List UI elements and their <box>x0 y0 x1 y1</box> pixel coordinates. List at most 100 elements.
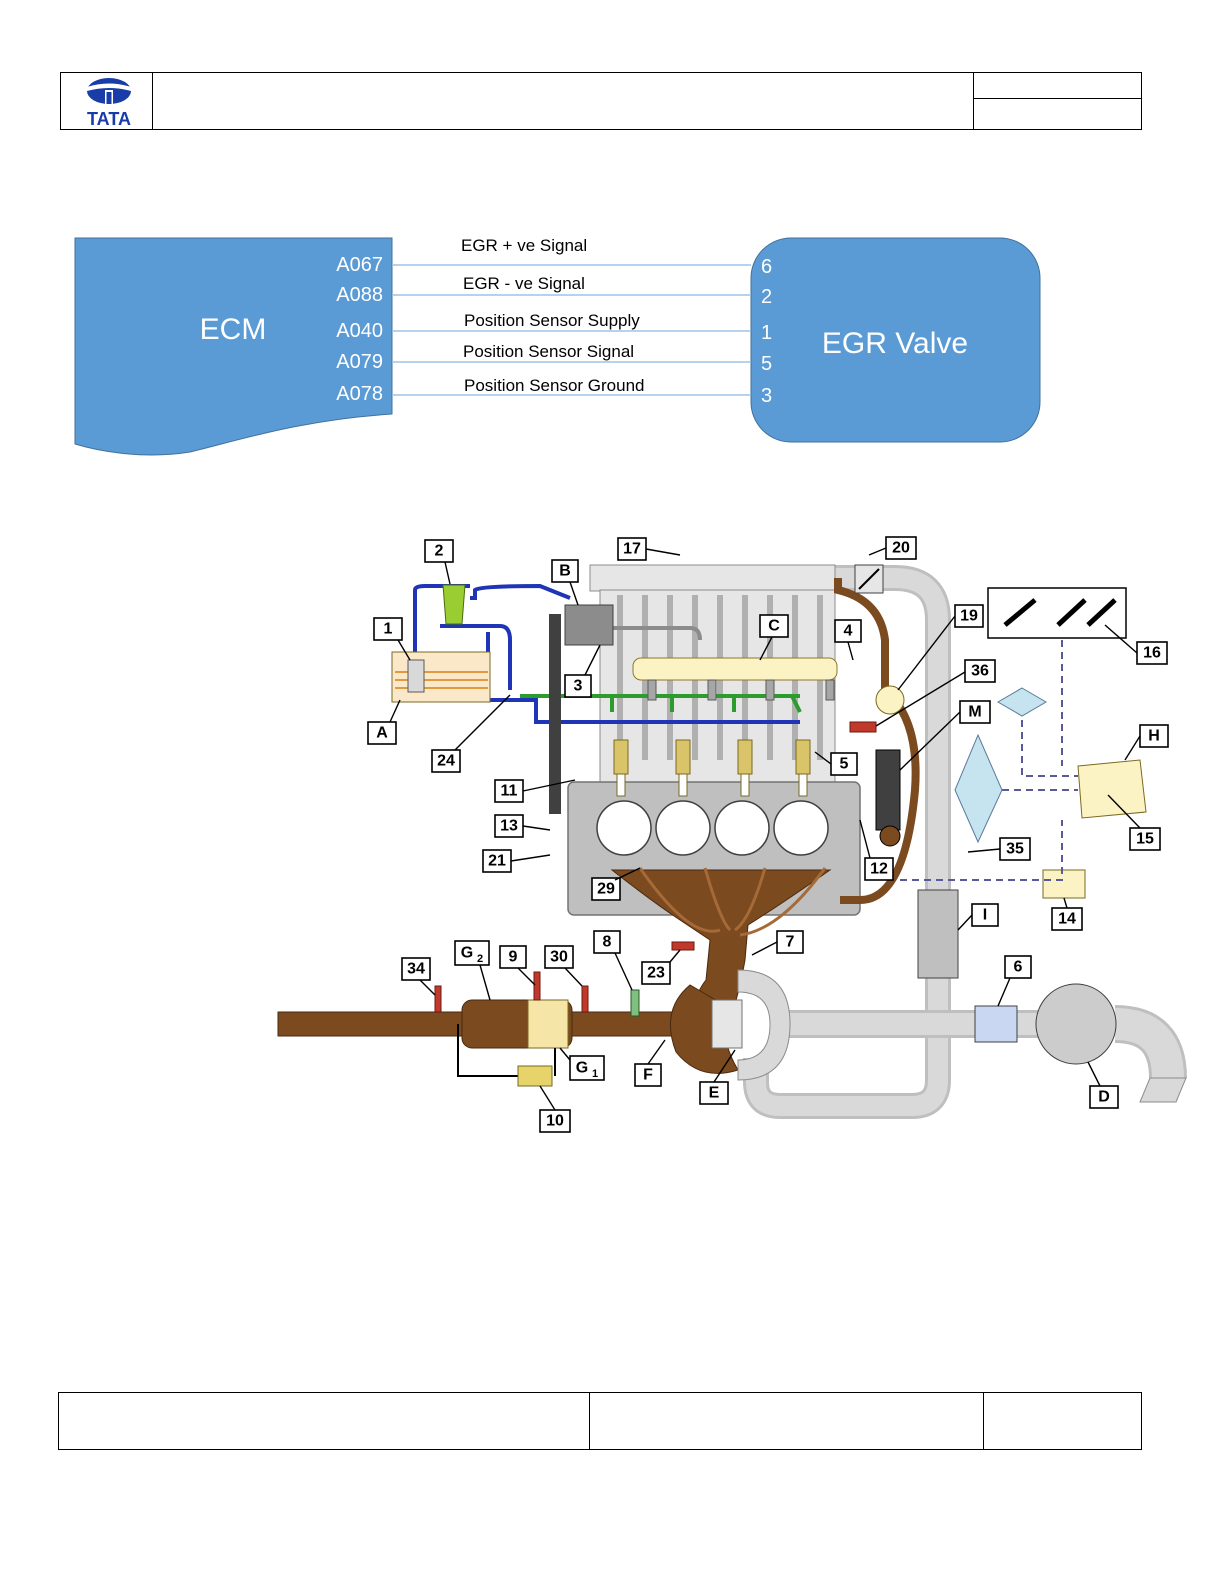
egr-valve <box>875 685 905 715</box>
diff-pressure-sensor <box>517 1065 553 1087</box>
svg-text:D: D <box>1098 1089 1110 1106</box>
exhaust-runners <box>638 867 827 937</box>
temp-sensor-36 <box>849 721 877 733</box>
cylinders <box>596 800 829 856</box>
svg-text:24: 24 <box>437 753 455 770</box>
egr-pipe <box>834 578 920 904</box>
svg-text:5: 5 <box>840 756 849 773</box>
timing-belt <box>549 614 561 814</box>
injector-tips <box>616 773 808 797</box>
pedals <box>1003 598 1117 627</box>
tag-1: 1 <box>373 617 403 641</box>
hp-pump <box>564 604 614 646</box>
valve-pin-6: 6 <box>761 256 772 278</box>
fuel-rail <box>632 657 838 681</box>
tag-34: 34 <box>401 957 431 981</box>
injectors <box>613 739 811 775</box>
tag-30: 30 <box>544 945 574 969</box>
header-frame: TATA <box>60 72 1142 130</box>
signal-position-signal: Position Sensor Signal <box>463 342 634 361</box>
tag-8: 8 <box>593 930 621 954</box>
svg-text:12: 12 <box>870 861 888 878</box>
fuel-filter <box>442 584 466 625</box>
turbo-shaft <box>711 999 743 1049</box>
valve-pin-1: 1 <box>761 322 772 344</box>
svg-text:29: 29 <box>597 881 615 898</box>
fuel-tank-line <box>440 624 512 690</box>
svg-text:2: 2 <box>477 953 483 965</box>
tag-20: 20 <box>885 536 917 560</box>
ecm-pin-a079: A079 <box>336 351 383 373</box>
tag-3: 3 <box>564 674 592 698</box>
intercooler <box>917 889 959 979</box>
svg-text:14: 14 <box>1058 911 1076 928</box>
tag-35: 35 <box>999 837 1031 861</box>
svg-text:20: 20 <box>892 540 910 557</box>
logo-text: TATA <box>87 109 131 129</box>
tag-17: 17 <box>617 537 647 561</box>
tag-29: 29 <box>591 877 621 901</box>
tag-F: F <box>634 1063 662 1087</box>
svg-text:G: G <box>576 1060 588 1077</box>
tag-G2: G 2 <box>454 940 490 966</box>
tag-A: A <box>367 721 397 745</box>
tag-H: H <box>1139 724 1169 748</box>
leader-lines <box>389 547 1141 1111</box>
svg-text:3: 3 <box>574 678 583 695</box>
egr-valve-label: EGR Valve <box>822 327 968 360</box>
tag-10: 10 <box>539 1109 571 1133</box>
air-filter <box>1035 983 1117 1065</box>
signal-bus <box>900 640 1078 881</box>
intake-manifold <box>589 564 836 592</box>
tag-24: 24 <box>431 749 461 773</box>
tag-19: 19 <box>954 604 984 628</box>
svg-text:E: E <box>709 1085 720 1102</box>
tag-G1: G 1 <box>569 1055 605 1081</box>
lambda-sensor <box>630 989 640 1017</box>
signal-position-supply: Position Sensor Supply <box>464 311 640 330</box>
header-title-cell <box>152 73 973 129</box>
fuel-pump <box>407 659 425 693</box>
svg-text:23: 23 <box>647 965 665 982</box>
svg-text:8: 8 <box>603 934 612 951</box>
footer-frame <box>58 1392 1142 1450</box>
svg-text:10: 10 <box>546 1113 564 1130</box>
engine-schematic: 1 2 3 4 5 6 7 8 9 10 11 12 13 14 15 16 1… <box>277 536 1187 1133</box>
svg-text:B: B <box>559 563 571 580</box>
ecm-pin-a088: A088 <box>336 284 383 306</box>
ecm-pin-a078: A078 <box>336 383 383 405</box>
fuel-tank <box>391 651 491 703</box>
exhaust-sensors <box>434 971 589 1013</box>
rail-outlets <box>647 679 835 701</box>
diff-pressure-line <box>457 1024 556 1077</box>
svg-text:G: G <box>461 945 473 962</box>
svg-text:35: 35 <box>1006 841 1024 858</box>
wiring-diagram: ECM EGR Valve A067 A088 A040 A079 A078 E… <box>74 236 1041 456</box>
tag-6: 6 <box>1004 955 1032 979</box>
tata-logo: TATA <box>61 73 153 129</box>
tag-11: 11 <box>494 779 524 803</box>
tag-4: 4 <box>834 619 862 643</box>
ecm-pin-a067: A067 <box>336 254 383 276</box>
signal-egr-negative: EGR - ve Signal <box>463 274 585 293</box>
svg-text:30: 30 <box>550 949 568 966</box>
tag-14: 14 <box>1051 907 1083 931</box>
svg-text:H: H <box>1148 728 1160 745</box>
svg-text:I: I <box>983 907 987 924</box>
catalyst <box>527 999 569 1049</box>
tag-16: 16 <box>1136 641 1168 665</box>
glow-controller <box>1042 869 1086 899</box>
tag-21: 21 <box>482 849 512 873</box>
tag-23: 23 <box>641 961 671 985</box>
air-intake-horn <box>1139 1077 1187 1103</box>
footer-right-cell <box>983 1393 1141 1449</box>
svg-text:36: 36 <box>971 663 989 680</box>
svg-text:17: 17 <box>623 541 641 558</box>
tag-M: M <box>959 700 991 724</box>
tag-7: 7 <box>776 930 804 954</box>
svg-text:1: 1 <box>384 621 393 638</box>
tag-2: 2 <box>424 539 454 563</box>
signal-position-ground: Position Sensor Ground <box>464 376 645 395</box>
ecm-pin-a040: A040 <box>336 320 383 342</box>
valve-pin-5: 5 <box>761 353 772 375</box>
